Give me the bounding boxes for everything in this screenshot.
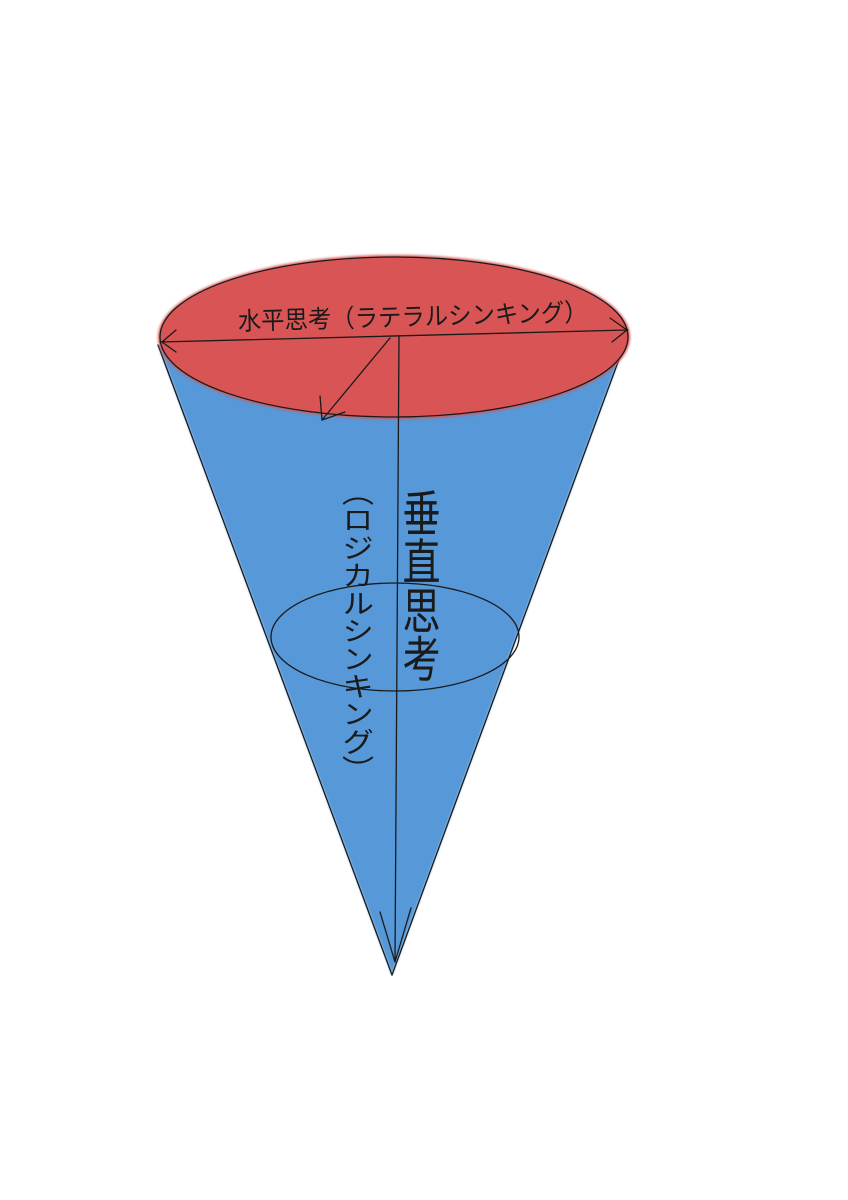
diagonal-arrow-line [321,337,391,421]
logical-thinking-label: （ロジカルシンキング） [337,478,375,783]
cone-top-ellipse [158,255,630,419]
vertical-axis-line [394,335,400,963]
cone-top-ellipse-outline [159,256,629,418]
vertical-arrowhead [379,907,412,963]
horizontal-axis-line [159,329,629,343]
cone-right-edge [391,334,629,976]
right-arrowhead [609,317,628,343]
vertical-thinking-label: 垂直思考 [396,488,440,683]
diagonal-arrowhead [319,395,346,421]
cone-left-edge [157,344,393,976]
left-arrowhead [161,329,177,353]
middle-cross-section-ellipse [270,582,520,692]
cone-body [158,335,628,975]
